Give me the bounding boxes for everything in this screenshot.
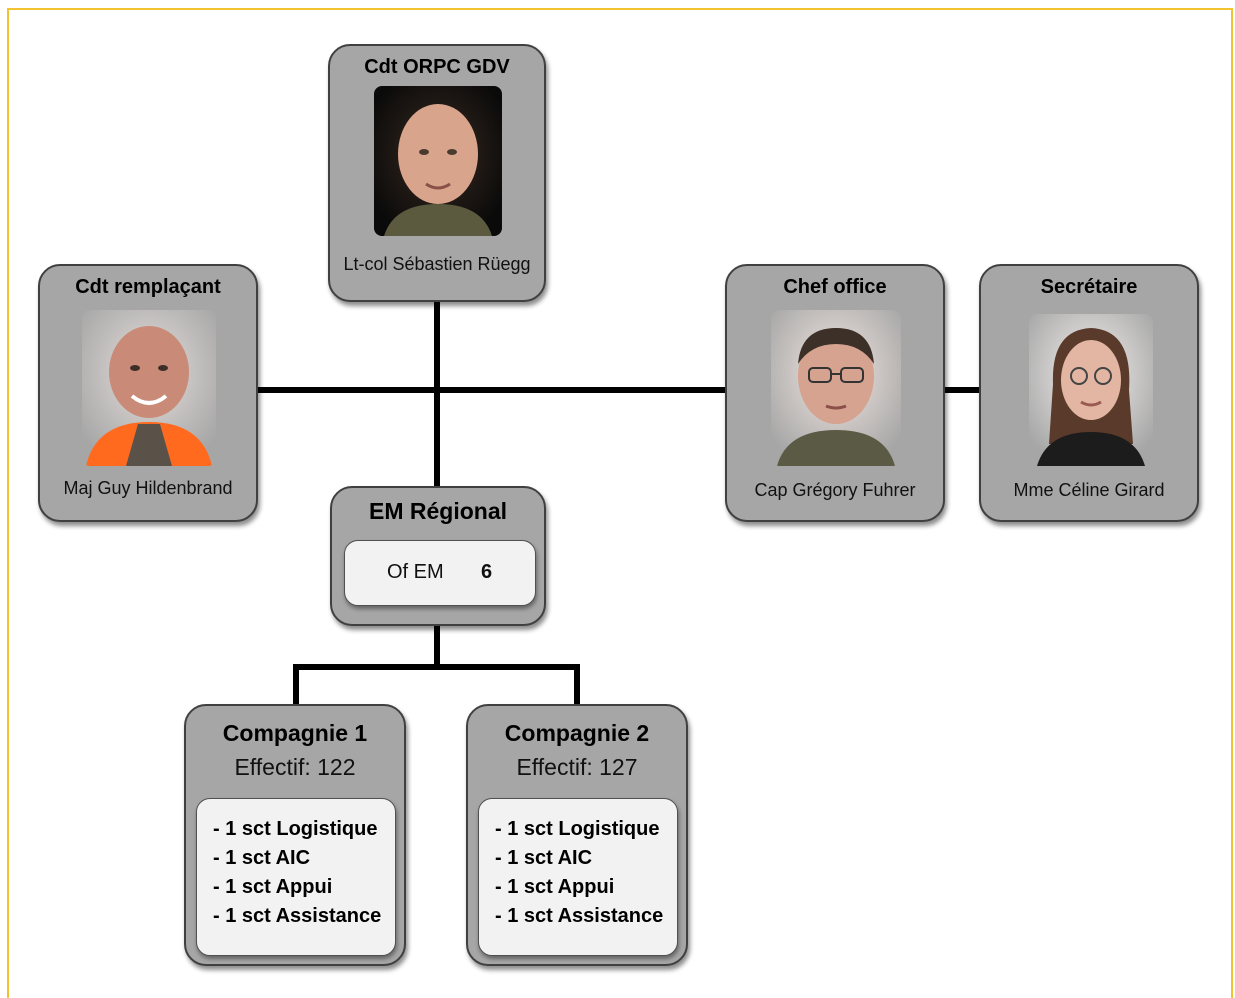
unit-list: - 1 sct Logistique - 1 sct AIC - 1 sct A… [213, 815, 381, 931]
unit-item: - 1 sct Assistance [495, 905, 664, 927]
node-title: Cdt ORPC GDV [364, 56, 510, 78]
node-secretary: Secrétaire Mme Céline Girard [979, 264, 1199, 522]
unit-item: - 1 sct Logistique [213, 818, 378, 840]
node-regional-staff: EM Régional Of EM 6 [330, 486, 546, 626]
portrait-photo [82, 310, 216, 466]
company-effectif: Effectif: 127 [516, 754, 638, 780]
staff-count-value: 6 [481, 561, 493, 583]
node-commander: Cdt ORPC GDV Lt-col Sébastien Rüegg [328, 44, 546, 302]
connector-company2-drop [574, 664, 580, 706]
node-office-chief: Chef office Cap Grégory Fuhrer [725, 264, 945, 522]
node-title: Chef office [783, 276, 887, 298]
node-company-2: Compagnie 2 Effectif: 127 - 1 sct Logist… [466, 704, 688, 966]
node-name: Cap Grégory Fuhrer [754, 480, 916, 500]
portrait-photo [374, 86, 502, 236]
connector-office-secretary [944, 387, 980, 393]
unit-list: - 1 sct Logistique - 1 sct AIC - 1 sct A… [495, 815, 663, 931]
node-company-1: Compagnie 1 Effectif: 122 - 1 sct Logist… [184, 704, 406, 966]
connector-companies-horizontal [293, 664, 580, 670]
connector-staff-down [434, 624, 440, 668]
unit-item: - 1 sct Appui [213, 876, 333, 898]
node-name: Maj Guy Hildenbrand [63, 478, 233, 498]
node-title: Cdt remplaçant [75, 276, 221, 298]
unit-item: - 1 sct Appui [495, 876, 615, 898]
portrait-photo [771, 310, 901, 466]
node-name: Mme Céline Girard [1013, 480, 1165, 500]
unit-item: - 1 sct Logistique [495, 818, 660, 840]
company-units-panel: - 1 sct Logistique - 1 sct AIC - 1 sct A… [478, 798, 678, 956]
connector-vertical-main [434, 300, 440, 488]
node-name: Lt-col Sébastien Rüegg [343, 254, 531, 274]
node-title: Secrétaire [1040, 276, 1138, 298]
company-title: Compagnie 2 [504, 720, 650, 746]
unit-item: - 1 sct Assistance [213, 905, 382, 927]
node-title: EM Régional [368, 498, 507, 524]
staff-count-label: Of EM [387, 561, 444, 583]
company-title: Compagnie 1 [222, 720, 368, 746]
diagram-frame [7, 8, 1233, 998]
company-units-panel: - 1 sct Logistique - 1 sct AIC - 1 sct A… [196, 798, 396, 956]
connector-company1-drop [293, 664, 299, 706]
portrait-photo [1029, 314, 1153, 466]
unit-item: - 1 sct AIC [495, 847, 593, 869]
staff-count-panel: Of EM 6 [344, 540, 536, 606]
node-deputy: Cdt remplaçant Maj Guy Hildenbrand [38, 264, 258, 522]
company-effectif: Effectif: 122 [234, 754, 356, 780]
unit-item: - 1 sct AIC [213, 847, 311, 869]
connector-horizontal-main [258, 387, 728, 393]
